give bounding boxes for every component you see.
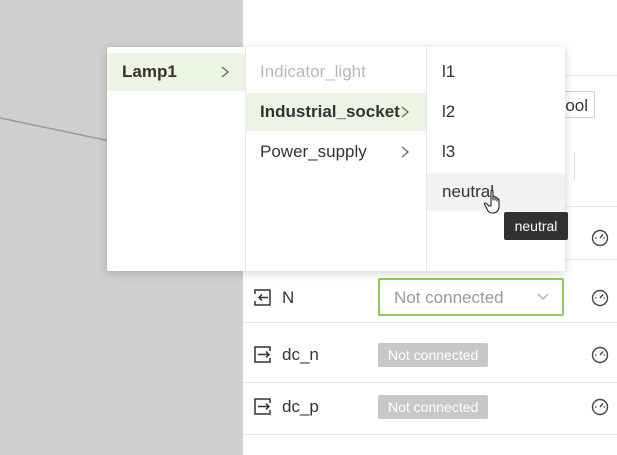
table-row: dc_n Not connected <box>243 330 617 383</box>
menu-item-label: Industrial_socket <box>260 102 400 121</box>
menu-item-label: l2 <box>442 102 456 121</box>
cascader-column-1: Lamp1 <box>107 47 246 271</box>
menu-item-label: l1 <box>442 62 456 81</box>
tooltip: neutral <box>504 212 568 240</box>
chevron-right-icon <box>401 146 410 158</box>
gauge-icon[interactable] <box>591 229 609 247</box>
tool-button[interactable]: ool <box>553 91 595 118</box>
port-name: N <box>282 288 295 307</box>
table-row: N <box>243 270 617 323</box>
chevron-right-icon <box>401 106 410 118</box>
menu-item-indicator-light[interactable]: Indicator_light <box>245 53 426 91</box>
gauge-icon[interactable] <box>591 289 609 307</box>
port-name: dc_n <box>282 345 319 364</box>
cascader-menu: Lamp1 Indicator_light Industrial_socket … <box>107 47 565 271</box>
gauge-icon[interactable] <box>591 346 609 364</box>
chevron-right-icon <box>221 66 230 78</box>
hand-cursor-icon <box>483 189 500 214</box>
output-port-icon <box>254 398 272 415</box>
menu-item-label: neutral <box>442 182 494 201</box>
divider <box>574 152 575 180</box>
menu-item-lamp1[interactable]: Lamp1 <box>107 53 245 91</box>
status-badge[interactable]: Not connected <box>378 395 489 419</box>
cascader-column-2: Indicator_light Industrial_socket Power_… <box>245 47 427 271</box>
menu-item-industrial-socket[interactable]: Industrial_socket <box>245 93 426 131</box>
menu-item-l1[interactable]: l1 <box>427 53 565 91</box>
menu-item-power-supply[interactable]: Power_supply <box>245 133 426 171</box>
wire-line <box>0 117 111 142</box>
menu-item-label: Indicator_light <box>260 62 366 81</box>
gauge-icon[interactable] <box>591 398 609 416</box>
status-badge[interactable]: Not connected <box>378 343 489 367</box>
menu-item-label: l3 <box>442 142 456 161</box>
port-name: dc_p <box>282 397 319 416</box>
input-port-icon <box>254 289 271 306</box>
chevron-down-icon <box>537 293 549 300</box>
menu-item-l2[interactable]: l2 <box>427 93 565 131</box>
table-row: dc_p Not connected <box>243 382 617 435</box>
connection-select[interactable]: Not connected <box>378 278 564 316</box>
menu-item-label: Lamp1 <box>122 62 177 81</box>
menu-item-label: Power_supply <box>260 142 367 161</box>
output-port-icon <box>254 346 272 363</box>
menu-item-l3[interactable]: l3 <box>427 133 565 171</box>
select-value: Not connected <box>394 288 504 307</box>
